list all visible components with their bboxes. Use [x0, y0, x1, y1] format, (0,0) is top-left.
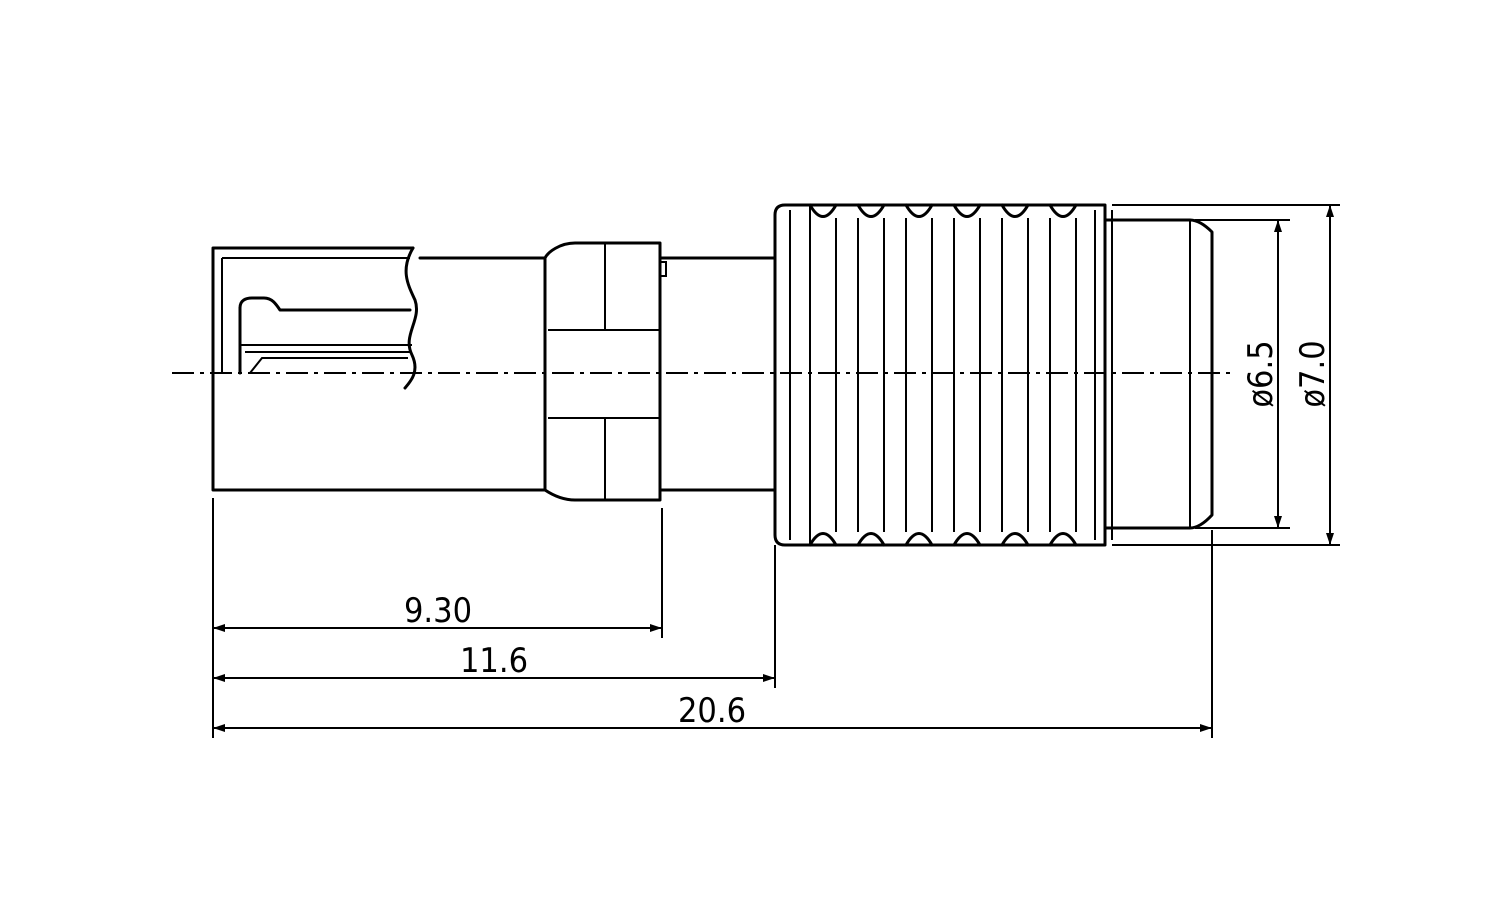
- coupling-nut: [543, 241, 667, 502]
- dimension-lines: [213, 205, 1334, 732]
- front-tube: [211, 246, 547, 492]
- ribbed-body: [773, 203, 1107, 547]
- dim-9-30-label: 9.30: [404, 591, 472, 631]
- dim-dia-6-5-label: ø6.5: [1241, 340, 1281, 407]
- rear-ferrule: [1103, 210, 1214, 540]
- dim-dia-7-0-label: ø7.0: [1293, 340, 1333, 407]
- extension-lines: [212, 204, 1340, 738]
- dim-11-6-label: 11.6: [460, 641, 528, 681]
- dim-20-6-label: 20.6: [678, 691, 746, 731]
- neck: [658, 256, 777, 492]
